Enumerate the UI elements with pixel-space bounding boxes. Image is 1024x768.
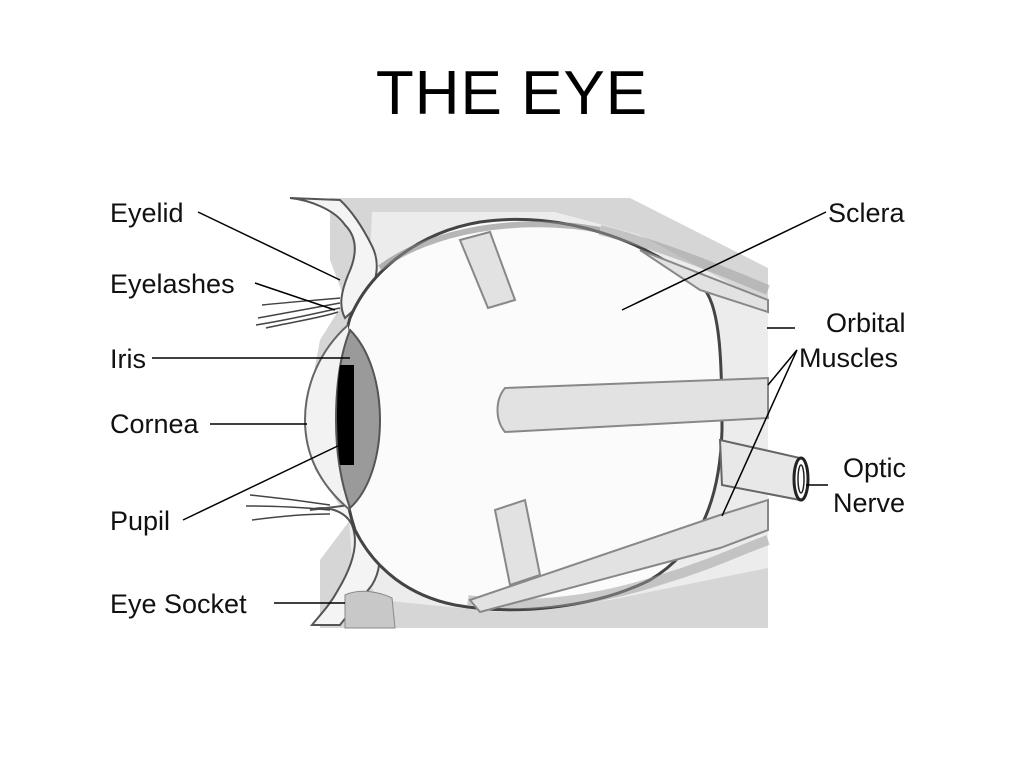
label-pupil: Pupil <box>110 506 170 536</box>
label-eye-socket: Eye Socket <box>110 589 247 619</box>
page-title: THE EYE <box>375 59 649 128</box>
leader-lines <box>152 211 828 604</box>
label-orbital-line1: Orbital <box>826 308 906 338</box>
label-sclera: Sclera <box>828 198 906 228</box>
label-cornea: Cornea <box>110 409 200 439</box>
label-iris: Iris <box>110 344 146 374</box>
label-orbital-line2: Muscles <box>799 343 898 373</box>
label-optic-line1: Optic <box>843 453 906 483</box>
label-eyelashes: Eyelashes <box>110 269 235 299</box>
label-optic-line2: Nerve <box>833 488 905 518</box>
optic-nerve-shape <box>718 438 810 502</box>
eye-socket-shape <box>344 590 396 629</box>
orbital-muscles-shape <box>458 230 769 614</box>
pupil-shape <box>337 365 354 465</box>
label-eyelid: Eyelid <box>110 198 184 228</box>
eyelashes-shape <box>245 297 341 521</box>
